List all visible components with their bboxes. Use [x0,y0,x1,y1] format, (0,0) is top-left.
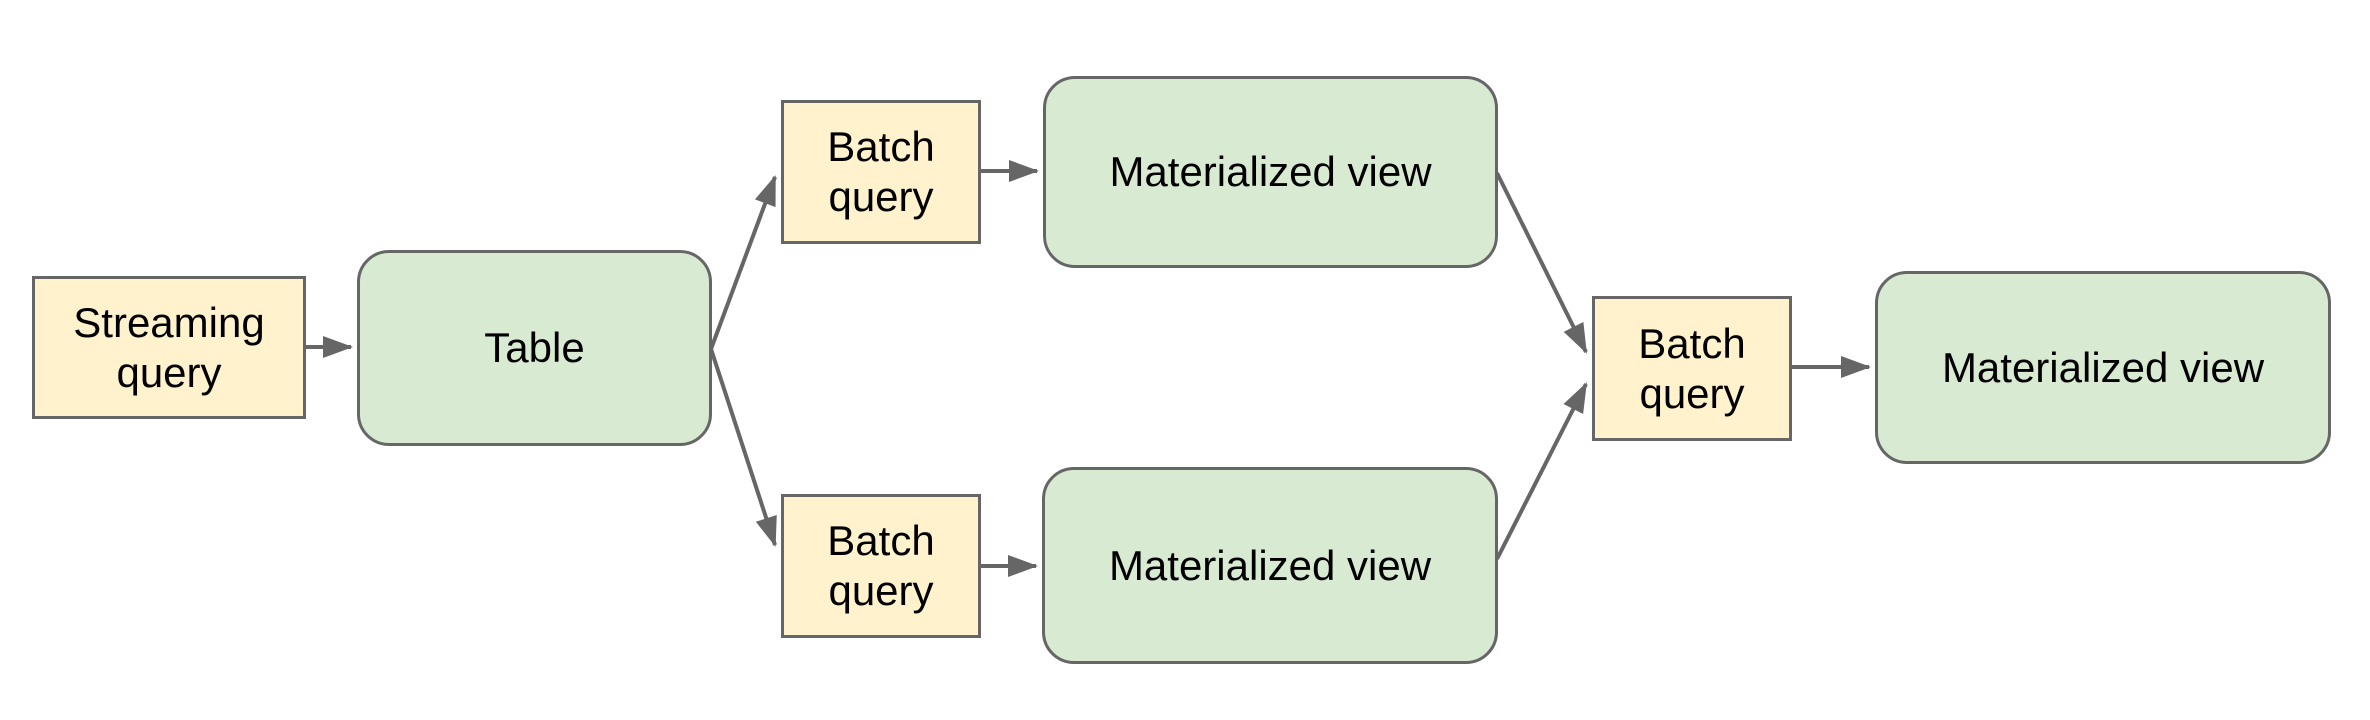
edge-materialized-view-top-to-batch-query-final [1495,172,1588,354]
node-label: Materialized view [1941,343,2265,391]
node-batch-query-final: Batch query [1592,296,1792,441]
node-materialized-view-bottom: Materialized view [1042,467,1498,664]
node-label: Batch query [1638,319,1746,417]
node-label: Table [484,324,585,372]
node-streaming-query: Streaming query [32,276,306,419]
node-label: Streaming query [73,298,265,396]
edge-table-to-batch-query-top [709,175,777,350]
node-materialized-view-final: Materialized view [1875,271,2331,464]
edge-materialized-view-bottom-to-batch-query-final [1495,382,1588,560]
node-label: Batch query [827,517,935,614]
node-materialized-view-top: Materialized view [1043,76,1498,268]
node-table: Table [357,250,712,446]
node-label: Materialized view [1109,148,1432,196]
node-label: Batch query [827,123,935,220]
node-batch-query-top: Batch query [781,100,981,244]
node-label: Materialized view [1108,541,1432,589]
node-batch-query-bottom: Batch query [781,494,981,638]
edge-table-to-batch-query-bottom [709,348,777,547]
